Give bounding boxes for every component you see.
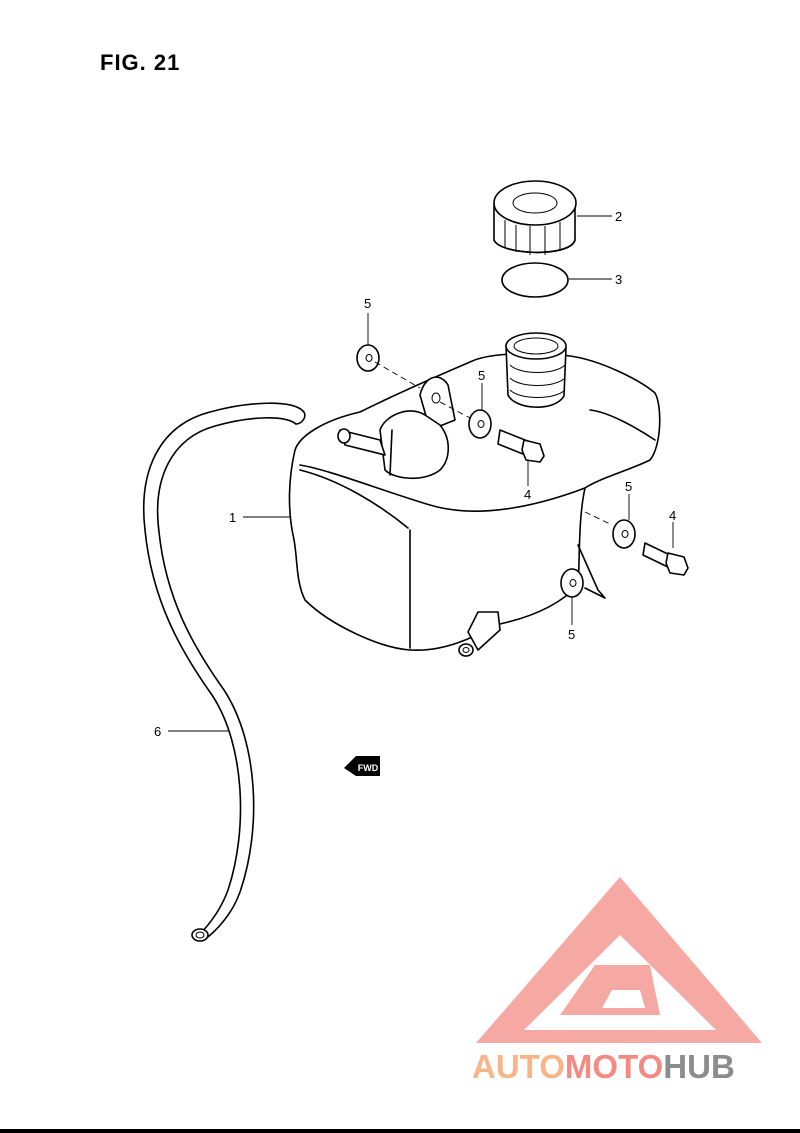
assembly-lines bbox=[374, 361, 611, 525]
part-seal bbox=[501, 262, 569, 298]
callout-5b: 5 bbox=[478, 368, 485, 383]
part-hose bbox=[143, 402, 306, 942]
figure-title: FIG. 21 bbox=[100, 50, 181, 75]
watermark-hub: HUB bbox=[663, 1048, 735, 1085]
watermark-moto: MOTO bbox=[564, 1048, 664, 1085]
watermark-logo-icon bbox=[476, 877, 762, 1043]
part-bolts bbox=[497, 429, 689, 576]
callout-5c: 5 bbox=[625, 479, 632, 494]
watermark-auto: AUTO bbox=[472, 1048, 565, 1085]
callout-5a: 5 bbox=[364, 296, 371, 311]
callout-numbers: 1 2 3 4 4 5 5 5 5 6 bbox=[154, 209, 676, 739]
callout-6: 6 bbox=[154, 724, 161, 739]
callout-3: 3 bbox=[615, 272, 622, 287]
callout-4b: 4 bbox=[669, 508, 676, 523]
callout-2: 2 bbox=[615, 209, 622, 224]
part-reservoir-tank bbox=[288, 332, 661, 657]
callout-1: 1 bbox=[229, 510, 236, 525]
part-cap bbox=[493, 180, 577, 255]
bottom-border bbox=[0, 1129, 800, 1133]
watermark-text: AUTOMOTOHUB bbox=[472, 1048, 735, 1086]
forward-arrow-icon: FWD bbox=[344, 756, 380, 776]
callout-leaders bbox=[168, 215, 674, 732]
callout-4a: 4 bbox=[524, 487, 531, 502]
callout-5d: 5 bbox=[568, 627, 575, 642]
forward-marker: FWD bbox=[358, 763, 379, 773]
